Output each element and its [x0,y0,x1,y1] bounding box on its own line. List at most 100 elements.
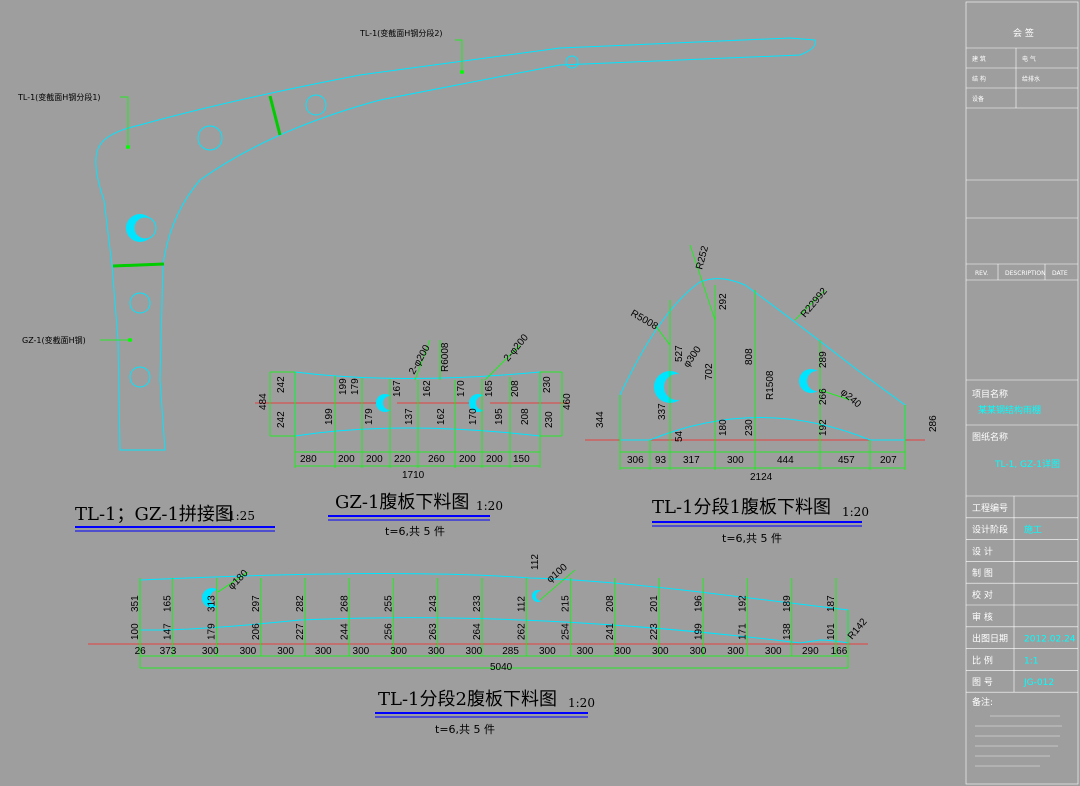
tl1s2-upper-10: 215 [561,595,572,612]
title-block: 会 签 建 筑 电 气 结 构 给排水 设备 REV. DESCRIPTION … [965,1,1079,785]
tb-project-value: 某某钢结构雨棚 [978,404,1041,416]
gz1-h-bot-3: 137 [404,408,415,425]
gz1-h-top-6: 165 [484,380,495,397]
tl1s2-dim-12: 300 [577,646,594,657]
gz1-h-top-2: 179 [350,378,361,395]
gz1-dim-4: 260 [428,454,445,465]
tl1s1-dim-5: 457 [838,455,855,466]
splice-title-scale: 1:25 [228,509,255,523]
splice-view: TL-1(变截面H钢分段2) TL-1(变截面H钢分段1) GZ-1(变截面H钢… [17,28,816,451]
tb-row-0-k: 建 筑 [972,55,986,63]
tl1s2-label-0: φ180 [226,568,250,592]
tl1s1-dim-0: 306 [627,455,644,466]
tl1s1-dim-2: 317 [683,455,700,466]
gz1-dim-0: 280 [300,454,317,465]
tl1s2-dim-0: 26 [135,646,147,657]
tl1s1-v-11: 266 [818,388,829,405]
tb-desc-col: DESCRIPTION [1005,270,1046,277]
tb-field-key-0: 工程编号 [972,502,1008,514]
tl1s2-upper-0: 351 [130,595,141,612]
tl1s2-lower-12: 223 [649,623,660,640]
gz1-right-total: 460 [562,393,573,410]
tl1s2-lower-14: 171 [738,623,749,640]
tb-field-key-2: 设 计 [972,545,993,557]
tb-field-key-6: 出图日期 [972,633,1008,645]
tl1s1-dim-6: 207 [880,455,897,466]
tl1s1-v-1: 337 [657,403,668,420]
tb-row-1-k: 结 构 [972,75,986,83]
tl1s2-lower-4: 227 [295,623,306,640]
tl1s2-upper-12: 201 [649,595,660,612]
tl1s2-dim-2: 300 [202,646,219,657]
tb-header: 会 签 [1013,27,1034,39]
tb-project-label: 项目名称 [972,388,1008,400]
tl1s2-lower-5: 244 [339,623,350,640]
tl1s2-lower-11: 241 [605,623,616,640]
tl1s2-lower-1: 147 [162,623,173,640]
tb-field-key-7: 比 例 [972,654,993,666]
tl1s1-title-note: t=6,共 5 件 [722,532,782,545]
tl1s1-total: 2124 [750,472,773,483]
tl1s2-lower-2: 179 [207,623,218,640]
tl1s1-dim-1: 93 [655,455,667,466]
gz1-dim-7: 150 [513,454,530,465]
gz1-h-top-1: 199 [338,378,349,395]
tl1s2-upper-2: 313 [207,595,218,612]
tl1s1-dim-4: 444 [777,455,794,466]
tl1s1-v-3: 54 [674,430,685,442]
tl1s2-dim-7: 300 [390,646,407,657]
tl1s1-v-10: 192 [818,419,829,436]
tl1s1-v-6: 292 [718,293,729,310]
gz1-dim-6: 200 [486,454,503,465]
tl1s2-dim-15: 300 [690,646,707,657]
tl1s2-total: 5040 [490,662,513,673]
tl1s2-upper-5: 268 [339,595,350,612]
tl1s2-lower-9: 262 [516,623,527,640]
splice-title: TL-1；GZ-1拼接图 1:25 [75,504,275,532]
gz1-dim-5: 200 [459,454,476,465]
tl1s2-upper-16: 187 [826,595,837,612]
tb-field-key-5: 审 核 [972,611,993,623]
gz1-h-top-5: 170 [456,380,467,397]
tl1s2-upper-4: 282 [295,595,306,612]
label-gz1: GZ-1(变截面H钢) [22,335,86,345]
gz1-h-top-0: 242 [276,376,287,393]
gz1-h-bot-6: 195 [494,408,505,425]
gz1-total: 1710 [402,470,425,481]
gz1-h-bot-0: 242 [276,411,287,428]
gz1-dim-1: 200 [338,454,355,465]
label-tl1-seg2: TL-1(变截面H钢分段2) [359,28,443,38]
tl1s2-label-3: 112 [530,554,541,570]
gz1-h-bot-2: 179 [364,408,375,425]
tl1s1-v-8: 230 [744,419,755,436]
gz1-title-scale: 1:20 [476,499,503,513]
tl1s2-lower-15: 138 [782,623,793,640]
gz1-title: GZ-1腹板下料图 1:20 t=6,共 5 件 [328,492,503,538]
gz1-h-top-3: 167 [392,380,403,397]
tl1s2-dim-14: 300 [652,646,669,657]
tl1s1-v-5: 180 [718,419,729,436]
gz1-h-bot-1: 199 [324,408,335,425]
tl1s2-dim-3: 300 [240,646,257,657]
tl1s2-dim-11: 300 [539,646,556,657]
tl1-seg1-title: TL-1分段1腹板下料图 1:20 t=6,共 5 件 [652,497,869,545]
tb-row-0-v: 电 气 [1022,55,1036,63]
gz1-h-bot-4: 162 [436,408,447,425]
tl1s2-upper-8: 233 [472,595,483,612]
tl1s2-label-1: φ100 [545,562,570,586]
label-tl1-seg1: TL-1(变截面H钢分段1) [17,92,101,102]
tl1s2-dim-1: 373 [160,646,177,657]
gz1-plate: 280 200 200 220 260 200 200 150 1710 242… [255,332,573,481]
gz1-title-note: t=6,共 5 件 [385,525,445,538]
gz1-heights-top: 242 199 179 167 162 170 165 208 230 [276,376,553,397]
tl1s2-dim-8: 300 [428,646,445,657]
tl1s2-upper-9: 112 [516,596,527,612]
tl1s2-label-2: R142 [846,616,870,642]
tl1s2-lower-6: 256 [384,623,395,640]
tl1s1-title-main: TL-1分段1腹板下料图 [652,497,831,518]
gz1-h-bot-8: 230 [544,411,555,428]
tb-field-value-8: JG-012 [1023,678,1054,688]
